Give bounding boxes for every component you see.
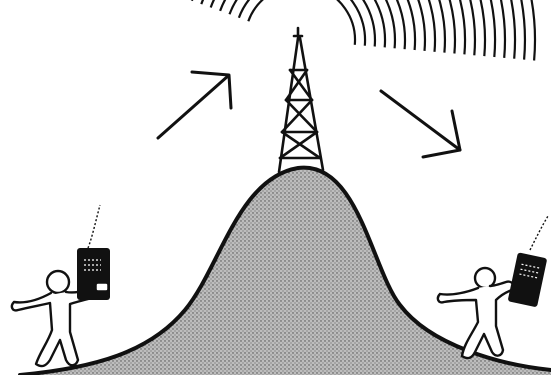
arrow-icon-right (381, 91, 460, 157)
radio-wave-icon-left (98, 0, 286, 21)
radio-wave-left-arc (220, 0, 278, 11)
walkie-talkie-icon-right (508, 216, 548, 307)
radio-wave-left-arc (248, 0, 285, 21)
walkie-talkie-icon-left (77, 205, 110, 300)
radio-wave-right-arc (351, 0, 496, 57)
radio-wave-right-arc (361, 0, 535, 61)
radio-wave-right-arc (314, 0, 355, 45)
radio-wave-right-arc (330, 0, 415, 50)
radio-wave-left-arc (211, 0, 276, 8)
radio-wave-right-arc (319, 0, 375, 47)
radio-wave-right-arc (317, 0, 365, 46)
arrow-icon-left (158, 72, 231, 138)
radio-tower-icon (279, 28, 323, 172)
radio-wave-icon-right (314, 0, 535, 61)
